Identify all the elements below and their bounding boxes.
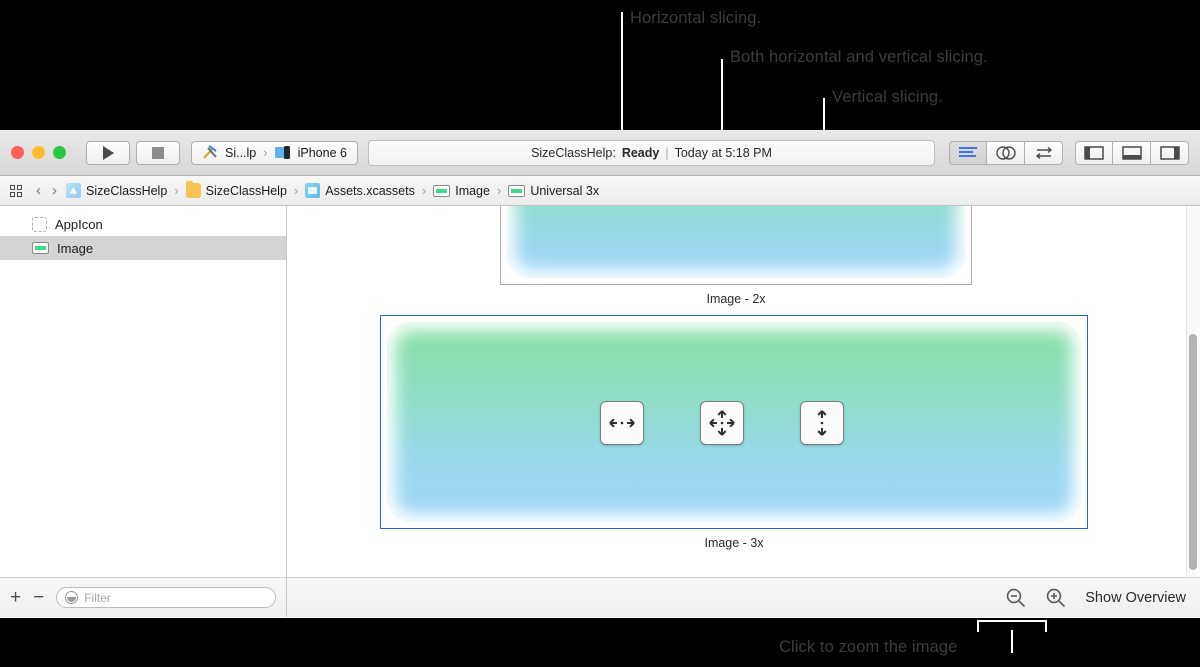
scheme-separator: › xyxy=(263,145,268,160)
status-time-label: Today at 5:18 PM xyxy=(674,145,772,160)
image-set-icon xyxy=(508,184,526,197)
show-overview-button[interactable]: Show Overview xyxy=(1085,589,1186,606)
status-separator: | xyxy=(665,145,669,160)
remove-asset-button[interactable]: − xyxy=(33,587,45,608)
traffic-lights xyxy=(11,146,66,159)
both-slicing-button[interactable] xyxy=(700,401,744,445)
breadcrumb-label: SizeClassHelp xyxy=(86,183,168,198)
status-state-label: Ready xyxy=(621,145,660,160)
xcode-hammer-icon xyxy=(203,145,217,159)
breadcrumb-separator: › xyxy=(293,183,299,198)
navigator-toggle-button[interactable] xyxy=(1075,140,1113,165)
related-items-icon[interactable] xyxy=(10,184,22,197)
breadcrumb-item-assets[interactable]: Assets.xcassets xyxy=(305,183,415,198)
filter-icon xyxy=(65,591,79,604)
scheme-project-label: Si...lp xyxy=(225,145,257,160)
utilities-toggle-button[interactable] xyxy=(1151,140,1189,165)
scheme-destination-label: iPhone 6 xyxy=(297,145,347,160)
sidebar-item-label: Image xyxy=(57,240,94,256)
breadcrumb-label: Assets.xcassets xyxy=(325,183,415,198)
scheme-selector[interactable]: Si...lp › iPhone 6 xyxy=(191,140,358,165)
back-button[interactable]: ‹ xyxy=(36,182,41,199)
left-right-arrows-icon xyxy=(609,418,635,428)
play-icon xyxy=(102,145,114,160)
vertical-slicing-button[interactable] xyxy=(800,401,844,445)
standard-editor-button[interactable] xyxy=(949,140,987,165)
maximize-button[interactable] xyxy=(53,146,66,159)
status-project-label: SizeClassHelp: xyxy=(531,145,616,160)
image-card-3x[interactable]: Image - 3x xyxy=(380,315,1088,550)
image-set-icon xyxy=(433,184,451,197)
callout-label-both: Both horizontal and vertical slicing. xyxy=(730,48,988,66)
asset-navigator: AppIcon Image + − Filter xyxy=(0,206,287,617)
device-icon xyxy=(274,145,290,159)
image-caption-2x: Image - 2x xyxy=(706,292,766,306)
asset-editor: Image - 2x xyxy=(287,206,1200,617)
navigator-panel-icon xyxy=(1084,145,1104,160)
standard-editor-icon xyxy=(959,146,977,157)
breadcrumb: ‹ › SizeClassHelp › SizeClassHelp › Asse… xyxy=(0,176,1200,206)
four-way-arrows-icon xyxy=(709,410,735,436)
version-editor-button[interactable] xyxy=(1025,140,1063,165)
breadcrumb-label: Image xyxy=(455,183,490,198)
folder-icon xyxy=(185,181,201,198)
asset-navigator-footer: + − Filter xyxy=(0,577,286,617)
vertical-scrollbar-thumb[interactable] xyxy=(1189,334,1197,570)
minimize-button[interactable] xyxy=(32,146,45,159)
stop-icon xyxy=(152,146,164,159)
assets-catalog-icon xyxy=(305,183,321,198)
main-split: AppIcon Image + − Filter xyxy=(0,206,1200,617)
view-toggle-group xyxy=(1075,140,1189,165)
breadcrumb-separator: › xyxy=(496,183,502,198)
assistant-editor-button[interactable] xyxy=(987,140,1025,165)
toolbar: Si...lp › iPhone 6 SizeClassHelp: Ready … xyxy=(0,130,1200,176)
callout-label-horizontal: Horizontal slicing. xyxy=(630,9,762,27)
image-set-icon xyxy=(32,242,49,254)
image-frame-2x[interactable] xyxy=(500,206,972,285)
utilities-panel-icon xyxy=(1159,145,1180,160)
breadcrumb-separator: › xyxy=(174,183,179,198)
activity-status-bar: SizeClassHelp: Ready | Today at 5:18 PM xyxy=(367,139,935,166)
breadcrumb-separator: › xyxy=(421,183,427,198)
filter-input[interactable]: Filter xyxy=(56,587,276,608)
zoom-out-button[interactable] xyxy=(1005,587,1027,609)
appicon-icon xyxy=(32,216,47,232)
breadcrumb-label: Universal 3x xyxy=(530,183,600,198)
image-frame-3x[interactable] xyxy=(380,315,1088,529)
editor-footer: Show Overview xyxy=(287,577,1200,617)
version-editor-icon xyxy=(1035,146,1052,159)
xcode-window: Si...lp › iPhone 6 SizeClassHelp: Ready … xyxy=(0,130,1200,618)
breadcrumb-label: SizeClassHelp xyxy=(205,183,287,198)
up-down-arrows-icon xyxy=(817,410,827,436)
run-button[interactable] xyxy=(86,140,130,165)
debug-area-toggle-button[interactable] xyxy=(1113,140,1151,165)
image-card-2x[interactable]: Image - 2x xyxy=(500,206,972,306)
sidebar-item-appicon[interactable]: AppIcon xyxy=(0,212,286,236)
image-canvas[interactable]: Image - 2x xyxy=(287,206,1200,577)
image-caption-3x: Image - 3x xyxy=(704,536,764,550)
callout-label-vertical: Vertical slicing. xyxy=(832,88,943,106)
sidebar-item-image[interactable]: Image xyxy=(0,236,286,260)
filter-placeholder: Filter xyxy=(84,590,111,605)
assistant-editor-icon xyxy=(995,145,1016,160)
breadcrumb-item-project[interactable]: SizeClassHelp xyxy=(66,183,167,198)
stop-button[interactable] xyxy=(136,140,180,165)
sidebar-item-label: AppIcon xyxy=(55,216,103,232)
bottom-callout-line xyxy=(1011,630,1013,653)
zoom-in-button[interactable] xyxy=(1045,587,1067,609)
project-icon xyxy=(66,183,81,198)
bottom-caption-label: Click to zoom the image xyxy=(779,638,958,656)
add-asset-button[interactable]: + xyxy=(10,587,22,608)
horizontal-slicing-button[interactable] xyxy=(600,401,644,445)
close-button[interactable] xyxy=(11,146,24,159)
forward-button[interactable]: › xyxy=(52,182,57,199)
breadcrumb-item-group[interactable]: SizeClassHelp xyxy=(185,181,287,198)
breadcrumb-item-universal-3x[interactable]: Universal 3x xyxy=(508,184,599,198)
image-preview-2x xyxy=(507,206,965,278)
debug-panel-icon xyxy=(1121,145,1142,160)
zoom-controls-bracket xyxy=(977,620,1047,632)
asset-list: AppIcon Image xyxy=(0,206,286,577)
editor-mode-group xyxy=(949,140,1063,165)
breadcrumb-item-image[interactable]: Image xyxy=(433,184,490,198)
